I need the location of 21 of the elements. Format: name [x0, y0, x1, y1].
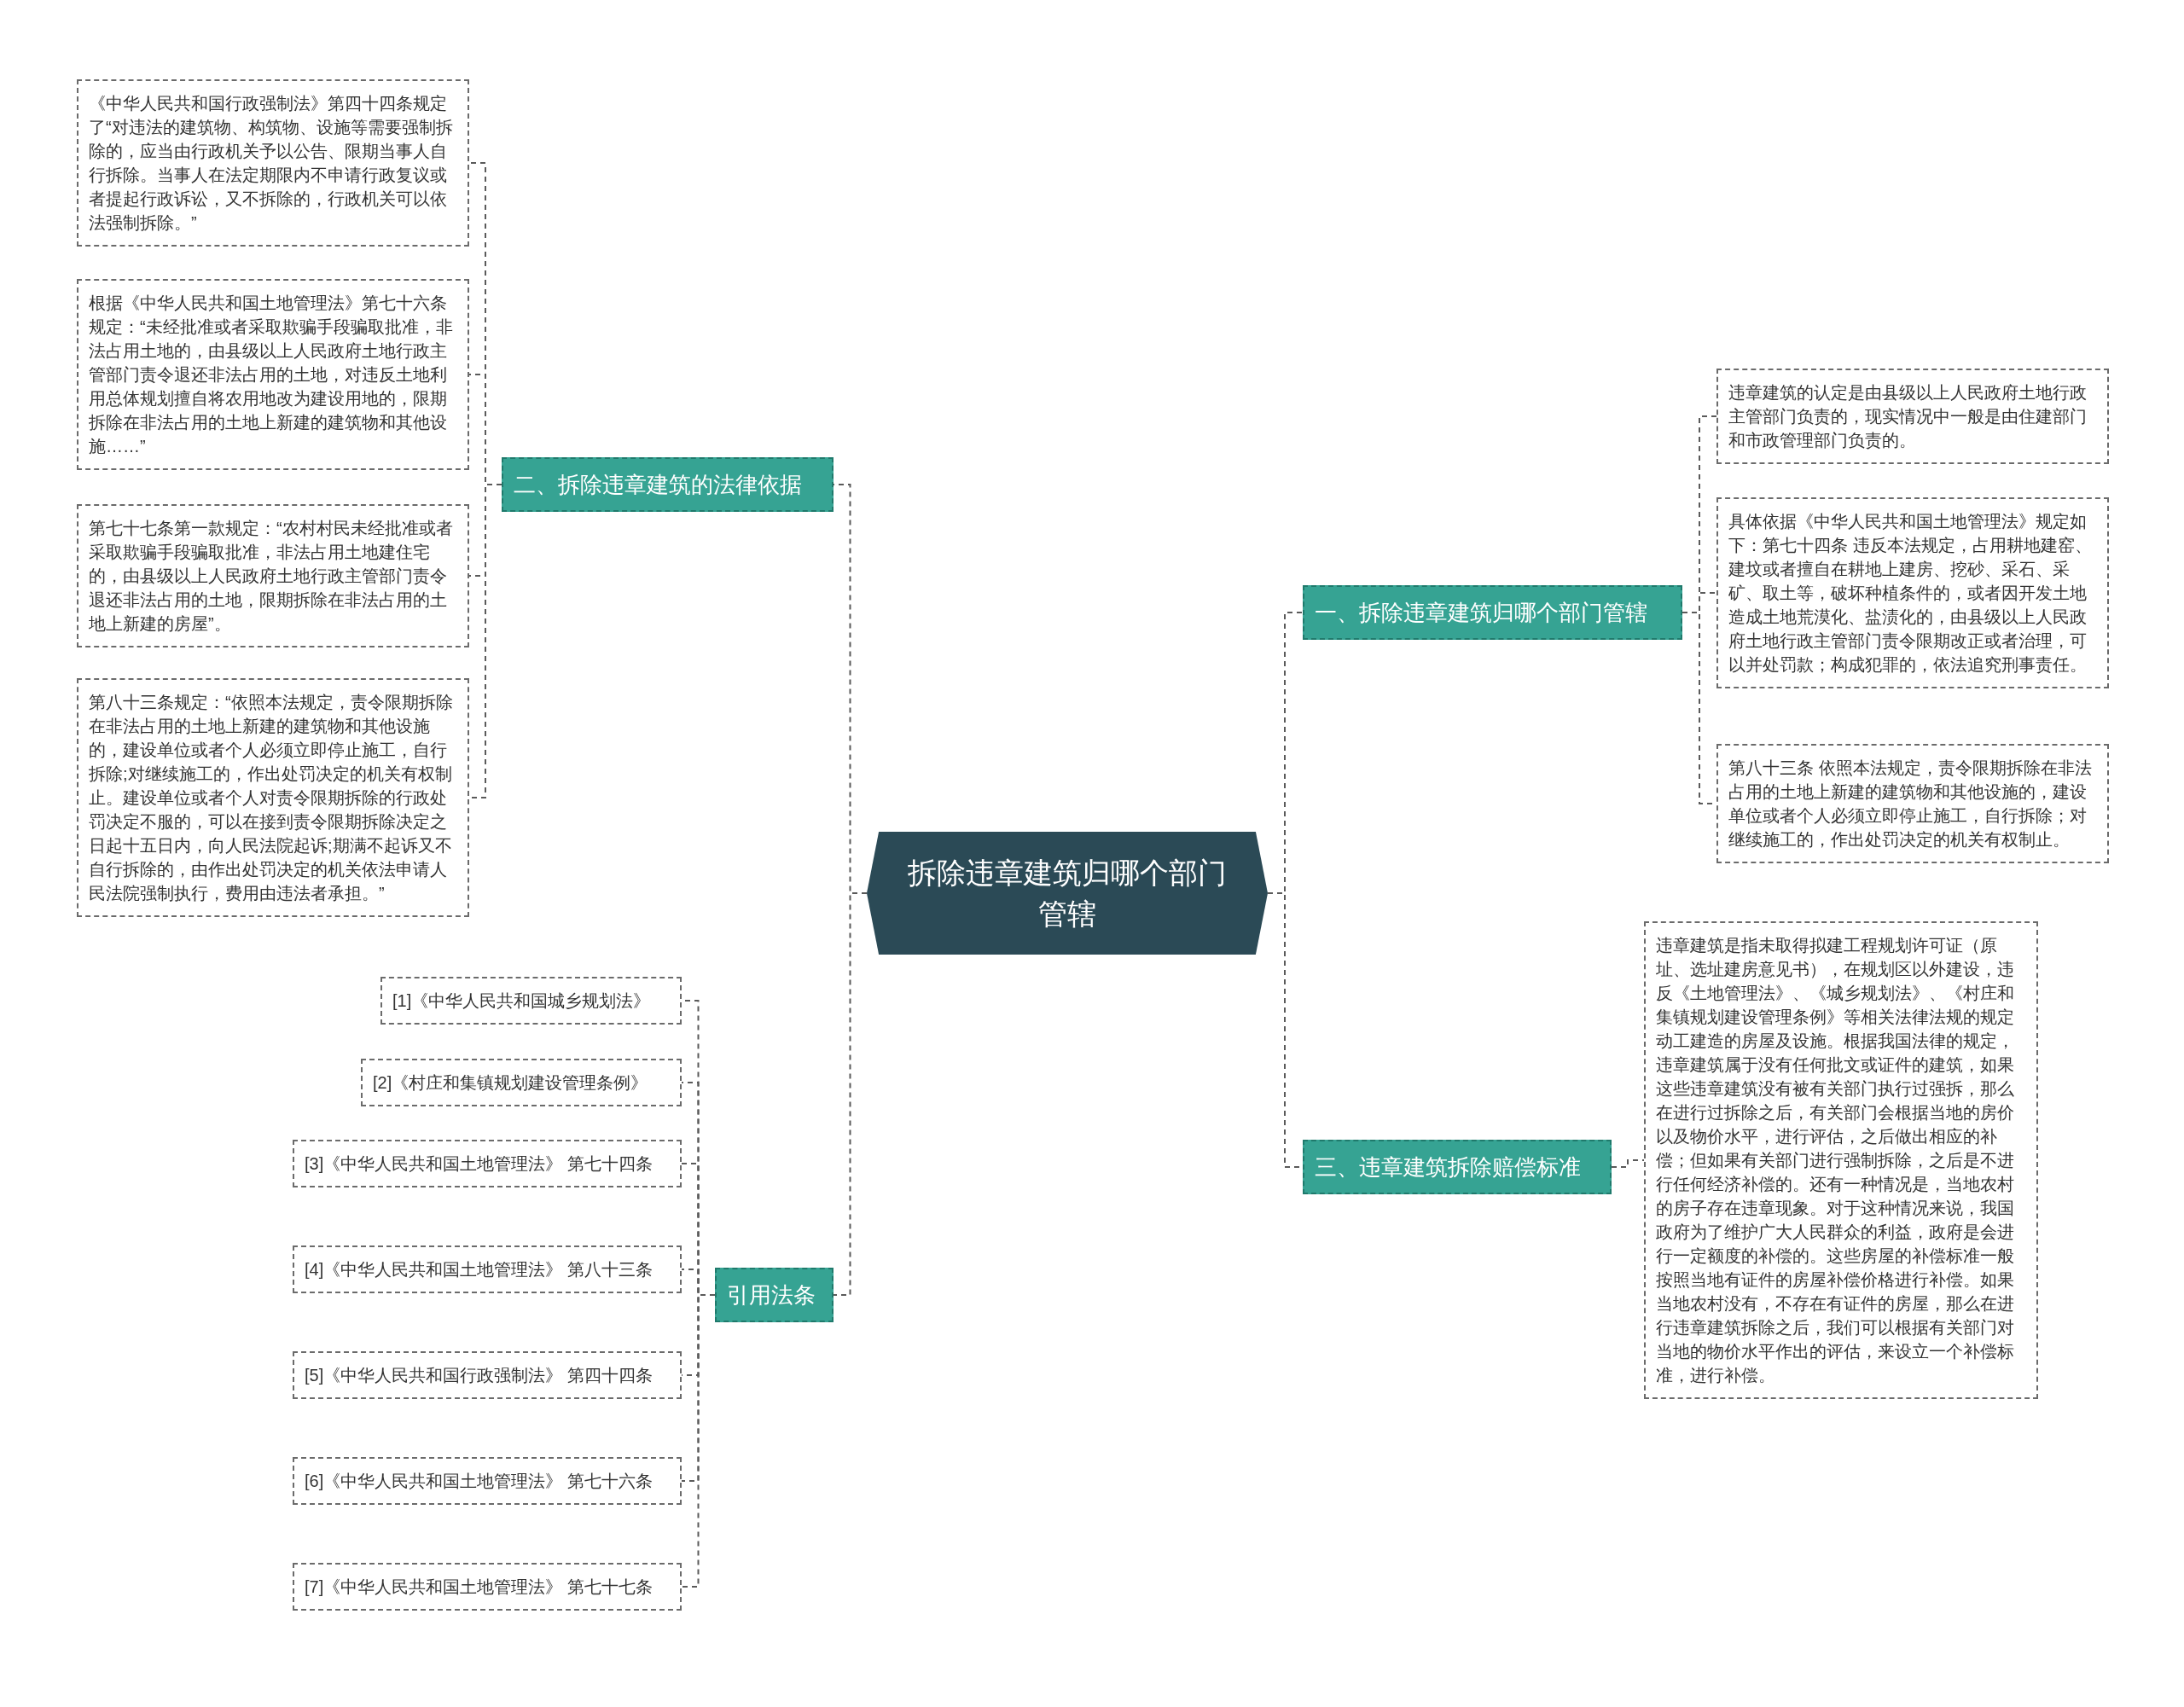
note-box: [2]《村庄和集镇规划建设管理条例》	[361, 1059, 682, 1106]
branch-box: 二、拆除违章建筑的法律依据	[502, 457, 834, 512]
note-box: 第七十七条第一款规定：“农村村民未经批准或者采取欺骗手段骗取批准，非法占用土地建住宅的，由县级以上人民政府土地行政主管部门责令退还非法占用的土地，限期拆除在非法占用的土地上新建的房屋”。	[77, 504, 469, 647]
topic-hexagon: 拆除违章建筑归哪个部门管辖	[867, 832, 1268, 955]
note-box: 违章建筑是指未取得拟建工程规划许可证（原址、选址建房意见书），在规划区以外建设，违反《土地管理法》、《城乡规划法》、《村庄和集镇规划建设管理条例》等相关法律法规的规定动工建造的房屋及设施。根据我国法律的规定，违章建筑属于没有任何批文或证件的建筑，如果这些违章建筑没有被有关部门执行过强拆，那么在进行过拆除之后，有关部门会根据当地的房价以及物价水平，进行评估，之后做出相应的补偿；但如果有关部门进行强制拆除，之后是不进行任何经济补偿的。还有一种情况是，当地农村的房子存在违章现象。对于这种情况来说，我国政府为了维护广大人民群众的利益，政府是会进行一定额度的补偿的。这些房屋的补偿标准一般按照当地有证件的房屋补偿价格进行补偿。如果当地农村没有，不存在有证件的房屋，那么在进行违章建筑拆除之后，我们可以根据有关部门对当地的物价水平作出的评估，来设立一个补偿标准，进行补偿。	[1644, 921, 2038, 1399]
branch-box: 引用法条	[715, 1268, 834, 1322]
branch-box: 一、拆除违章建筑归哪个部门管辖	[1303, 585, 1682, 640]
note-box: 根据《中华人民共和国土地管理法》第七十六条规定：“未经批准或者采取欺骗手段骗取批准，非法占用土地的，由县级以上人民政府土地行政主管部门责令退还非法占用的土地，对违反土地利用总体规划擅自将农用地改为建设用地的，限期拆除在非法占用的土地上新建的建筑物和其他设施……”	[77, 279, 469, 470]
note-box: 第八十三条规定：“依照本法规定，责令限期拆除在非法占用的土地上新建的建筑物和其他设施的，建设单位或者个人必须立即停止施工，自行拆除;对继续施工的，作出处罚决定的机关有权制止。建设单位或者个人对责令限期拆除的行政处罚决定不服的，可以在接到责令限期拆除决定之日起十五日内，向人民法院起诉;期满不起诉又不自行拆除的，由作出处罚决定的机关依法申请人民法院强制执行，费用由违法者承担。”	[77, 678, 469, 917]
note-box: [1]《中华人民共和国城乡规划法》	[380, 977, 682, 1025]
note-box: [7]《中华人民共和国土地管理法》 第七十七条	[293, 1563, 682, 1611]
note-box: [6]《中华人民共和国土地管理法》 第七十六条	[293, 1457, 682, 1505]
connector-line	[1611, 1159, 1645, 1168]
note-box: 第八十三条 依照本法规定，责令限期拆除在非法占用的土地上新建的建筑物和其他设施的，建设单位或者个人必须立即停止施工，自行拆除；对继续施工的，作出处罚决定的机关有权制止。	[1716, 744, 2109, 863]
note-box: 《中华人民共和国行政强制法》第四十四条规定了“对违法的建筑物、构筑物、设施等需要强制拆除的，应当由行政机关予以公告、限期当事人自行拆除。当事人在法定期限内不申请行政复议或者提起行政诉讼，又不拆除的，行政机关可以依法强制拆除。”	[77, 79, 469, 247]
branch-box: 三、违章建筑拆除赔偿标准	[1303, 1140, 1612, 1194]
note-box: [4]《中华人民共和国土地管理法》 第八十三条	[293, 1245, 682, 1293]
note-box: 违章建筑的认定是由县级以上人民政府土地行政主管部门负责的，现实情况中一般是由住建部门和市政管理部门负责的。	[1716, 369, 2109, 464]
note-box: 具体依据《中华人民共和国土地管理法》规定如下：第七十四条 违反本法规定，占用耕地建窑、建坟或者擅自在耕地上建房、挖砂、采石、采矿、取土等，破坏种植条件的，或者因开发土地造成土地荒漠化、盐渍化的，由县级以上人民政府土地行政主管部门责令限期改正或者治理，可以并处罚款；构成犯罪的，依法追究刑事责任。	[1716, 497, 2109, 688]
note-box: [3]《中华人民共和国土地管理法》 第七十四条	[293, 1140, 682, 1187]
note-box: [5]《中华人民共和国行政强制法》 第四十四条	[293, 1351, 682, 1399]
